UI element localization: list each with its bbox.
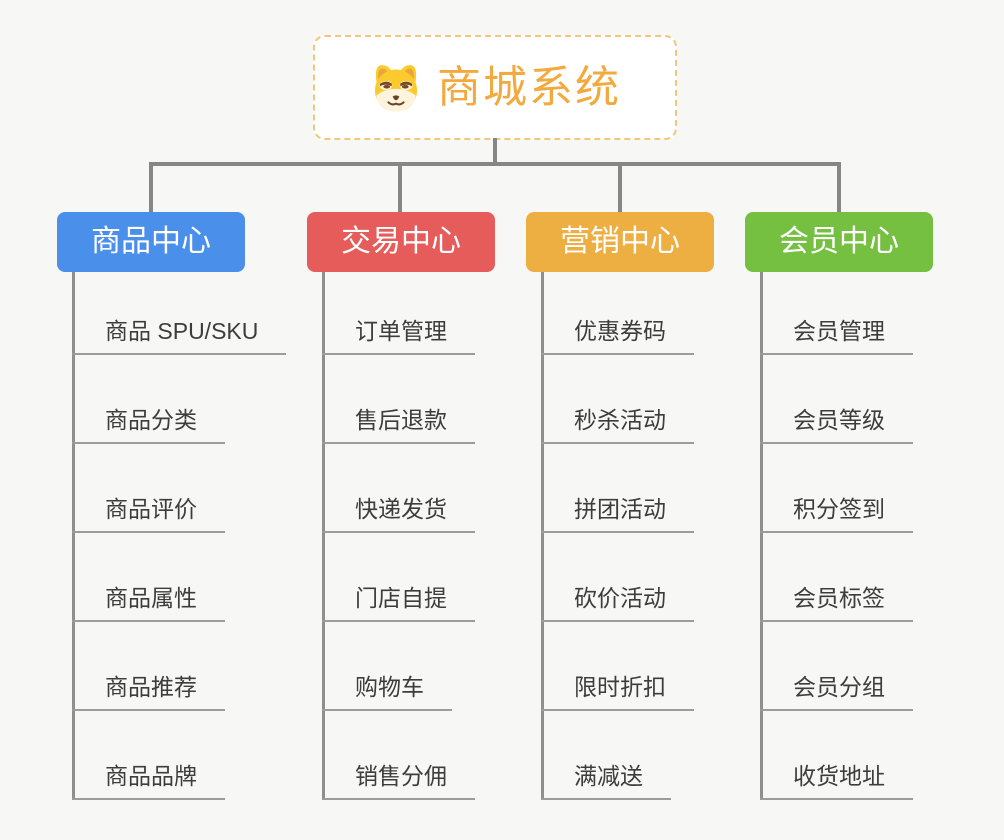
child-row: 会员等级 [760, 355, 913, 444]
child-node[interactable]: 商品评价 [72, 496, 225, 533]
child-row: 会员分组 [760, 622, 913, 711]
child-row: 收货地址 [760, 711, 913, 800]
child-row: 砍价活动 [541, 533, 694, 622]
branch-trunk-line [760, 272, 763, 800]
branch-node-trade-center[interactable]: 交易中心 [307, 212, 495, 272]
branch-trunk-line [322, 272, 325, 800]
connector-drop-1 [149, 162, 153, 212]
child-node[interactable]: 会员管理 [760, 318, 913, 355]
child-node[interactable]: 商品分类 [72, 407, 225, 444]
child-node[interactable]: 门店自提 [322, 585, 475, 622]
child-row: 商品评价 [72, 444, 286, 533]
child-node[interactable]: 商品属性 [72, 585, 225, 622]
child-row: 门店自提 [322, 533, 475, 622]
branch-trunk-line [72, 272, 75, 800]
child-node[interactable]: 收货地址 [760, 763, 913, 800]
child-row: 售后退款 [322, 355, 475, 444]
branch-children-trade: 订单管理 售后退款 快递发货 门店自提 购物车 销售分佣 [322, 266, 475, 800]
child-node[interactable]: 满减送 [541, 763, 671, 800]
child-node[interactable]: 销售分佣 [322, 763, 475, 800]
child-node[interactable]: 优惠券码 [541, 318, 694, 355]
branch-node-member-center[interactable]: 会员中心 [745, 212, 933, 272]
branch-label: 商品中心 [91, 225, 211, 258]
child-row: 限时折扣 [541, 622, 694, 711]
child-row: 满减送 [541, 711, 694, 800]
branch-node-marketing-center[interactable]: 营销中心 [526, 212, 714, 272]
child-node[interactable]: 订单管理 [322, 318, 475, 355]
child-row: 秒杀活动 [541, 355, 694, 444]
child-node[interactable]: 秒杀活动 [541, 407, 694, 444]
child-node[interactable]: 商品品牌 [72, 763, 225, 800]
child-row: 订单管理 [322, 266, 475, 355]
child-row: 积分签到 [760, 444, 913, 533]
child-node[interactable]: 砍价活动 [541, 585, 694, 622]
child-row: 商品品牌 [72, 711, 286, 800]
child-row: 拼团活动 [541, 444, 694, 533]
branch-label: 会员中心 [779, 225, 899, 258]
child-row: 会员标签 [760, 533, 913, 622]
connector-drop-2 [398, 162, 402, 212]
child-node[interactable]: 会员标签 [760, 585, 913, 622]
connector-bus [149, 162, 841, 166]
branch-children-member: 会员管理 会员等级 积分签到 会员标签 会员分组 收货地址 [760, 266, 913, 800]
child-row: 商品分类 [72, 355, 286, 444]
doge-icon [374, 64, 418, 112]
connector-root-stem [493, 138, 497, 164]
child-node[interactable]: 限时折扣 [541, 674, 694, 711]
branch-children-marketing: 优惠券码 秒杀活动 拼团活动 砍价活动 限时折扣 满减送 [541, 266, 694, 800]
child-row: 商品 SPU/SKU [72, 266, 287, 355]
root-title: 商城系统 [437, 62, 621, 112]
branch-label: 营销中心 [560, 225, 680, 258]
child-node[interactable]: 会员分组 [760, 674, 913, 711]
child-node[interactable]: 快递发货 [322, 496, 475, 533]
child-row: 商品属性 [72, 533, 286, 622]
connector-drop-3 [618, 162, 622, 212]
child-node[interactable]: 商品推荐 [72, 674, 225, 711]
child-row: 商品推荐 [72, 622, 286, 711]
child-row: 购物车 [322, 622, 475, 711]
branch-children-product: 商品 SPU/SKU 商品分类 商品评价 商品属性 商品推荐 商品品牌 [72, 266, 287, 800]
child-row: 快递发货 [322, 444, 475, 533]
child-node[interactable]: 积分签到 [760, 496, 913, 533]
child-node[interactable]: 会员等级 [760, 407, 913, 444]
branch-node-product-center[interactable]: 商品中心 [57, 212, 245, 272]
child-node[interactable]: 售后退款 [322, 407, 475, 444]
child-node[interactable]: 商品 SPU/SKU [72, 318, 287, 355]
child-node[interactable]: 购物车 [322, 674, 452, 711]
child-row: 优惠券码 [541, 266, 694, 355]
child-node[interactable]: 拼团活动 [541, 496, 694, 533]
root-node[interactable]: 商城系统 [313, 35, 677, 140]
child-row: 会员管理 [760, 266, 913, 355]
branch-trunk-line [541, 272, 544, 800]
child-row: 销售分佣 [322, 711, 475, 800]
branch-label: 交易中心 [341, 225, 461, 258]
connector-drop-4 [837, 162, 841, 212]
